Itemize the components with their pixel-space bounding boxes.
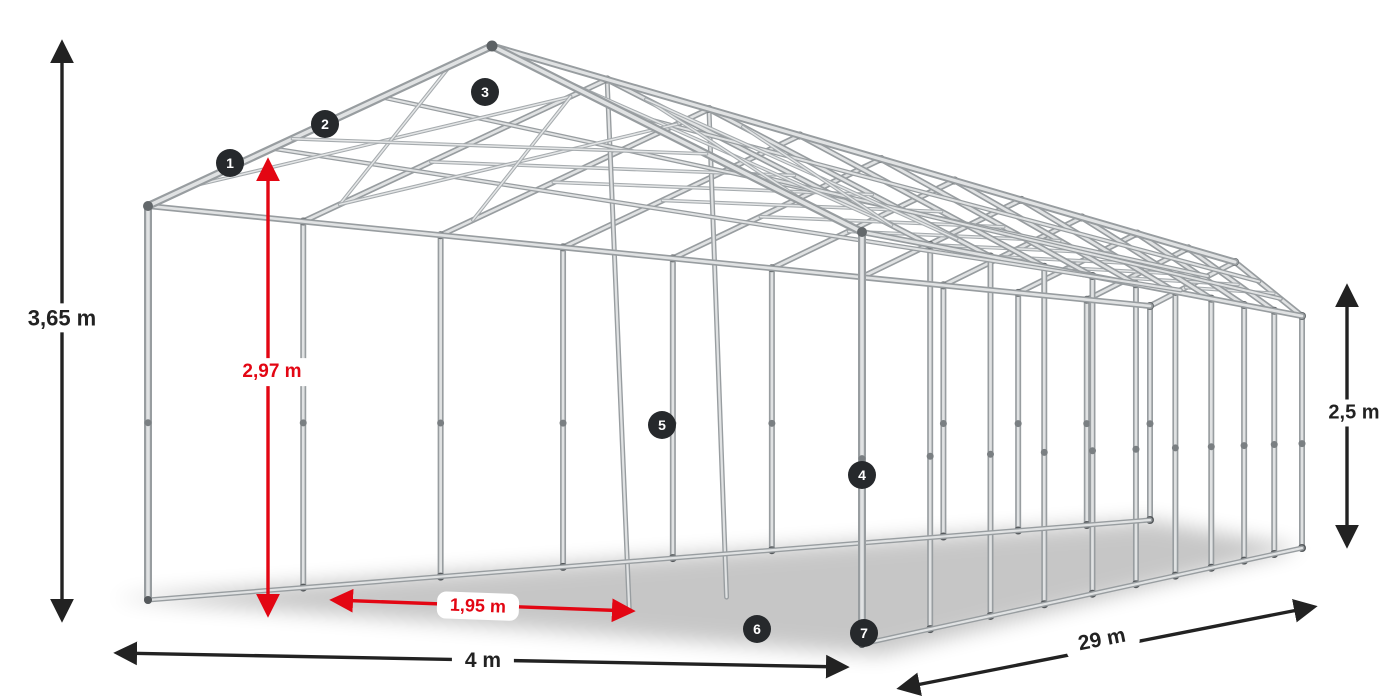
part-marker-2[interactable]: 2 <box>311 110 339 138</box>
part-marker-6[interactable]: 6 <box>743 615 771 643</box>
dimension-inner-height-label: 2,97 m <box>229 358 315 386</box>
dimension-total-height-label: 3,65 m <box>20 303 104 333</box>
part-marker-7[interactable]: 7 <box>850 619 878 647</box>
part-marker-5[interactable]: 5 <box>648 411 676 439</box>
part-marker-4[interactable]: 4 <box>848 461 876 489</box>
dimension-entrance-width-label: 1,95 m <box>436 591 520 621</box>
part-marker-3[interactable]: 3 <box>471 78 499 106</box>
part-marker-1[interactable]: 1 <box>216 149 244 177</box>
dimension-side-wall-height-label: 2,5 m <box>1321 399 1387 427</box>
dimension-width-label: 4 m <box>451 645 515 677</box>
